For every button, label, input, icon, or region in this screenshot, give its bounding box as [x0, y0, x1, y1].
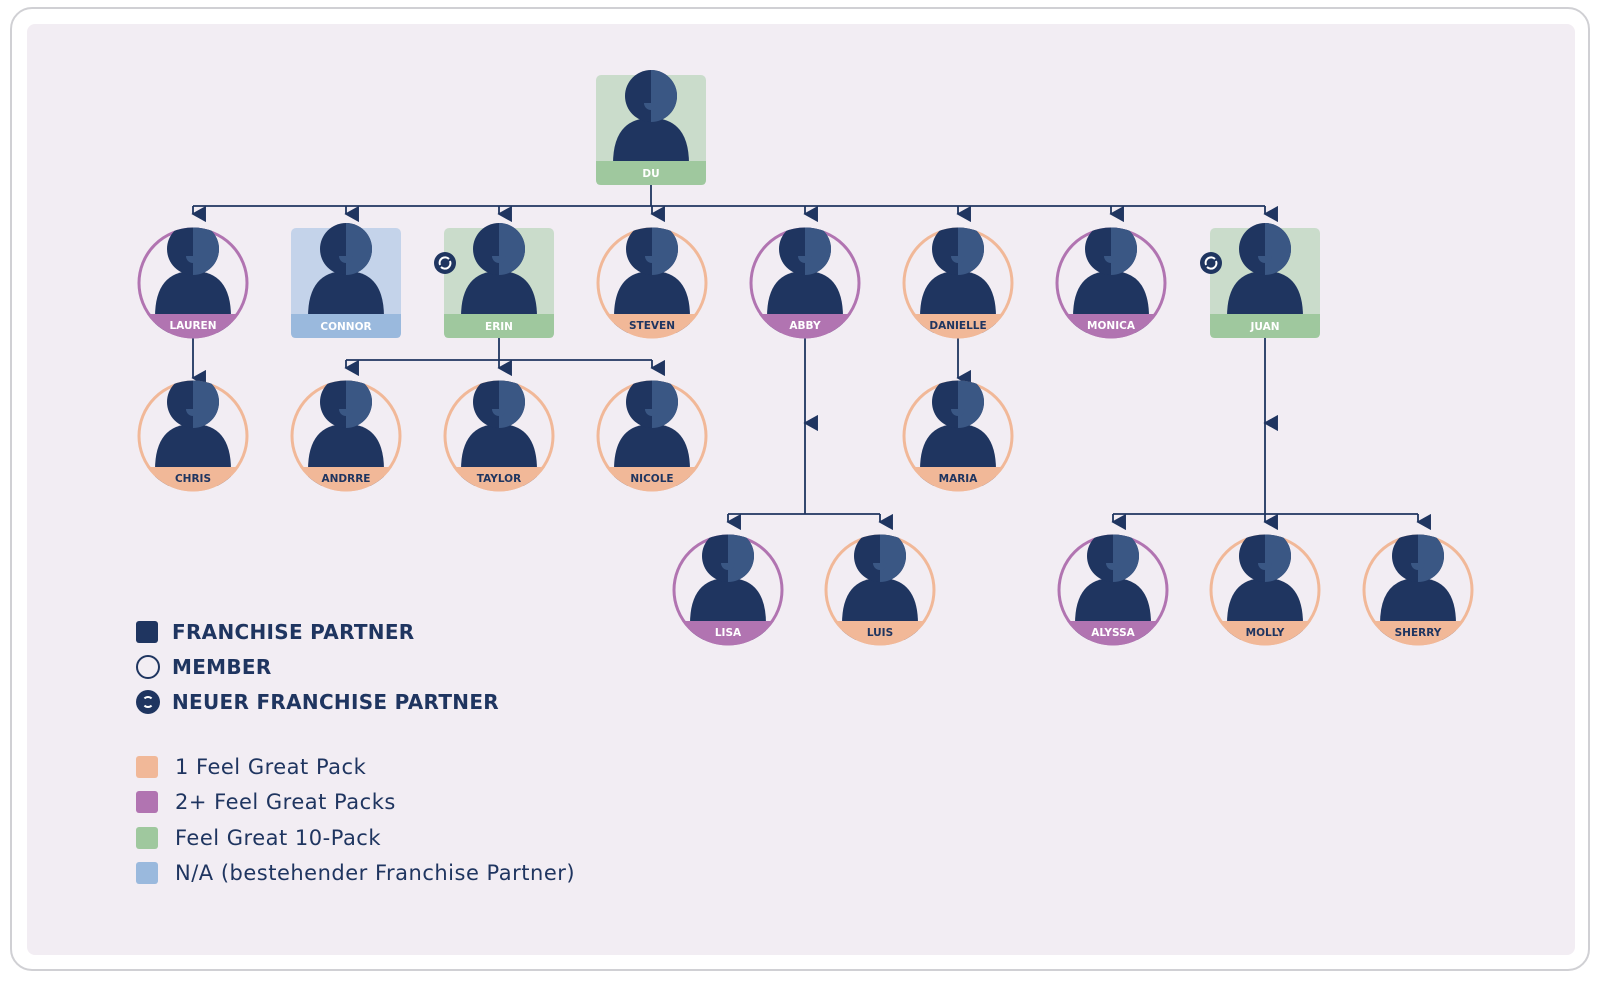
node-name: MONICA: [1087, 320, 1136, 332]
node-steven: STEVEN: [596, 227, 708, 339]
node-name: SHERRY: [1395, 627, 1442, 639]
node-danielle: DANIELLE: [902, 227, 1014, 339]
node-name: NICOLE: [630, 473, 673, 485]
node-nicole: NICOLE: [596, 380, 708, 492]
node-name: DU: [642, 168, 659, 180]
node-andrre: ANDRRE: [290, 380, 402, 492]
legend-label: N/A (bestehender Franchise Partner): [175, 861, 576, 885]
node-name: LISA: [715, 627, 742, 639]
node-chris: CHRIS: [137, 380, 249, 492]
blue-swatch: [136, 862, 158, 884]
node-name: CHRIS: [175, 473, 211, 485]
legend-label: FRANCHISE PARTNER: [172, 620, 415, 644]
legend-item-member: MEMBER: [136, 655, 272, 679]
node-name: CONNOR: [320, 321, 371, 333]
square-icon: [136, 621, 158, 643]
legend-label: NEUER FRANCHISE PARTNER: [172, 690, 499, 714]
node-maria: MARIA: [902, 380, 1014, 492]
peach-swatch: [136, 756, 158, 778]
legend-label: MEMBER: [172, 655, 272, 679]
node-juan: JUAN: [1200, 223, 1320, 338]
node-luis: LUIS: [824, 534, 936, 646]
node-name: DANIELLE: [929, 320, 986, 332]
legend-item-na: N/A (bestehender Franchise Partner): [136, 861, 575, 885]
node-name: ANDRRE: [322, 473, 371, 485]
node-taylor: TAYLOR: [443, 380, 555, 492]
connector-lines: [191, 185, 1431, 531]
node-name: JUAN: [1249, 321, 1279, 333]
legend-item-2-packs: 2+ Feel Great Packs: [136, 790, 396, 814]
node-monica: MONICA: [1055, 227, 1167, 339]
node-connor: CONNOR: [291, 223, 401, 338]
name-band: [596, 161, 706, 185]
name-band: [444, 314, 554, 338]
legend-item-10-pack: Feel Great 10-Pack: [136, 826, 381, 850]
green-swatch: [136, 827, 158, 849]
legend-item-franchise-partner: FRANCHISE PARTNER: [136, 620, 415, 644]
legend-label: 1 Feel Great Pack: [175, 755, 367, 779]
node-name: ABBY: [789, 320, 821, 332]
node-name: LAUREN: [169, 320, 216, 332]
name-band: [291, 314, 401, 338]
node-alyssa: ALYSSA: [1057, 534, 1169, 646]
legend-item-1-pack: 1 Feel Great Pack: [136, 755, 366, 779]
node-name: ERIN: [485, 321, 513, 333]
name-band: [1210, 314, 1320, 338]
node-name: MARIA: [939, 473, 979, 485]
node-molly: MOLLY: [1209, 534, 1321, 646]
legend-label: 2+ Feel Great Packs: [175, 790, 396, 814]
node-lisa: LISA: [672, 534, 784, 646]
sync-icon: [1200, 252, 1222, 274]
diagram-panel: [27, 24, 1575, 955]
legend-item-new-partner: NEUER FRANCHISE PARTNER: [136, 690, 499, 714]
node-erin: ERIN: [434, 223, 554, 338]
node-sherry: SHERRY: [1362, 534, 1474, 646]
node-name: STEVEN: [629, 320, 675, 332]
node-du: DU: [596, 70, 706, 185]
node-name: MOLLY: [1246, 627, 1285, 639]
legend-label: Feel Great 10-Pack: [175, 826, 382, 850]
node-lauren: LAUREN: [137, 227, 249, 339]
node-name: ALYSSA: [1091, 627, 1135, 639]
node-name: LUIS: [867, 627, 893, 639]
purple-swatch: [136, 791, 158, 813]
nodes: DU LAUREN CONNOR ERIN STEVEN ABBY DANIELLE MONI…: [137, 70, 1474, 646]
node-name: TAYLOR: [477, 473, 521, 485]
circle-icon: [136, 655, 160, 679]
sync-icon: [136, 690, 160, 714]
sync-icon: [434, 252, 456, 274]
node-abby: ABBY: [749, 227, 861, 339]
